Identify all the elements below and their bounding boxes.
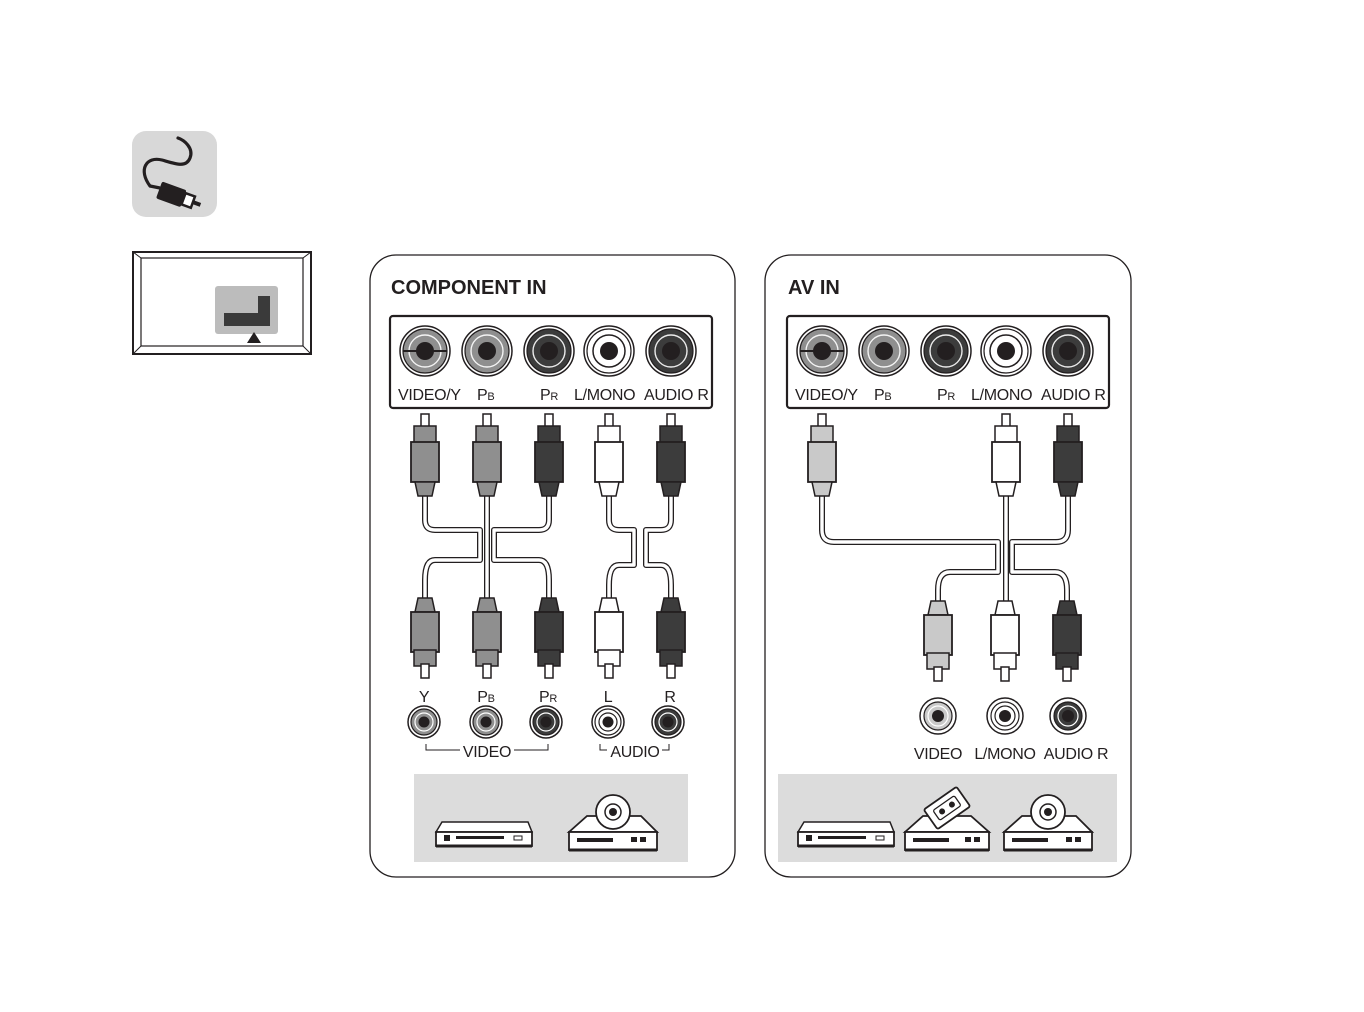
av-plug-bottom-1 bbox=[991, 601, 1019, 681]
av-device-jack-0 bbox=[920, 698, 956, 734]
component-title: COMPONENT IN bbox=[391, 277, 547, 299]
component-port-label-video-y: VIDEO/Y bbox=[398, 387, 461, 404]
component-device-jack-0 bbox=[408, 706, 440, 738]
av-device-jacks bbox=[920, 698, 1086, 734]
av-plug-top-2 bbox=[1054, 414, 1082, 496]
av-ports-jack-2 bbox=[921, 326, 971, 376]
audio-group-label: AUDIO bbox=[610, 744, 659, 761]
av-ports-jack-3 bbox=[981, 326, 1031, 376]
component-ports-jack-1 bbox=[462, 326, 512, 376]
component-jack-label-y: Y bbox=[419, 689, 430, 706]
component-ports-jack-0 bbox=[400, 326, 450, 376]
component-ports-jack-4 bbox=[646, 326, 696, 376]
component-plug-top-4 bbox=[657, 414, 685, 496]
av-ports-jack-1 bbox=[859, 326, 909, 376]
av-title: AV IN bbox=[788, 277, 840, 299]
component-device-jack-4 bbox=[652, 706, 684, 738]
cable-plug-icon bbox=[132, 131, 217, 217]
av-plug-bottom-2 bbox=[1053, 601, 1081, 681]
av-device-jack-1 bbox=[987, 698, 1023, 734]
component-port-label-audio-r: AUDIO R bbox=[644, 387, 709, 404]
component-plug-bottom-4 bbox=[657, 598, 685, 678]
av-port-label-l-mono: L/MONO bbox=[971, 387, 1032, 404]
component-plug-bottom-2 bbox=[535, 598, 563, 678]
av-plug-top-0 bbox=[808, 414, 836, 496]
av-jack-label-audio-r: AUDIO R bbox=[1044, 746, 1109, 763]
component-device-jack-3 bbox=[592, 706, 624, 738]
component-jack-label-l: L bbox=[604, 689, 613, 706]
component-plug-top-0 bbox=[411, 414, 439, 496]
component-device-jack-2 bbox=[530, 706, 562, 738]
component-plug-bottom-0 bbox=[411, 598, 439, 678]
component-ports-jack-3 bbox=[584, 326, 634, 376]
component-device-jack-1 bbox=[470, 706, 502, 738]
component-plug-top-3 bbox=[595, 414, 623, 496]
av-ports-jack-4 bbox=[1043, 326, 1093, 376]
component-plug-top-1 bbox=[473, 414, 501, 496]
component-ports-jack-2 bbox=[524, 326, 574, 376]
component-port-label-l-mono: L/MONO bbox=[574, 387, 635, 404]
av-plug-bottom-0 bbox=[924, 601, 952, 681]
av-jack-label-l-mono: L/MONO bbox=[974, 746, 1035, 763]
video-group-label: VIDEO bbox=[463, 744, 511, 761]
av-port-label-video-y: VIDEO/Y bbox=[795, 387, 858, 404]
av-port-label-audio-r: AUDIO R bbox=[1041, 387, 1106, 404]
av-device-jack-2 bbox=[1050, 698, 1086, 734]
av-plug-top-1 bbox=[992, 414, 1020, 496]
av-dvd-player-icon bbox=[798, 822, 894, 846]
component-plug-bottom-1 bbox=[473, 598, 501, 678]
component-dvd-player-icon bbox=[436, 822, 532, 846]
av-jack-label-video: VIDEO bbox=[914, 746, 962, 763]
component-jack-label-r: R bbox=[664, 689, 675, 706]
component-plug-bottom-3 bbox=[595, 598, 623, 678]
av-ports-jack-0 bbox=[797, 326, 847, 376]
tv-rear-panel-icon bbox=[133, 252, 311, 354]
component-plug-top-2 bbox=[535, 414, 563, 496]
